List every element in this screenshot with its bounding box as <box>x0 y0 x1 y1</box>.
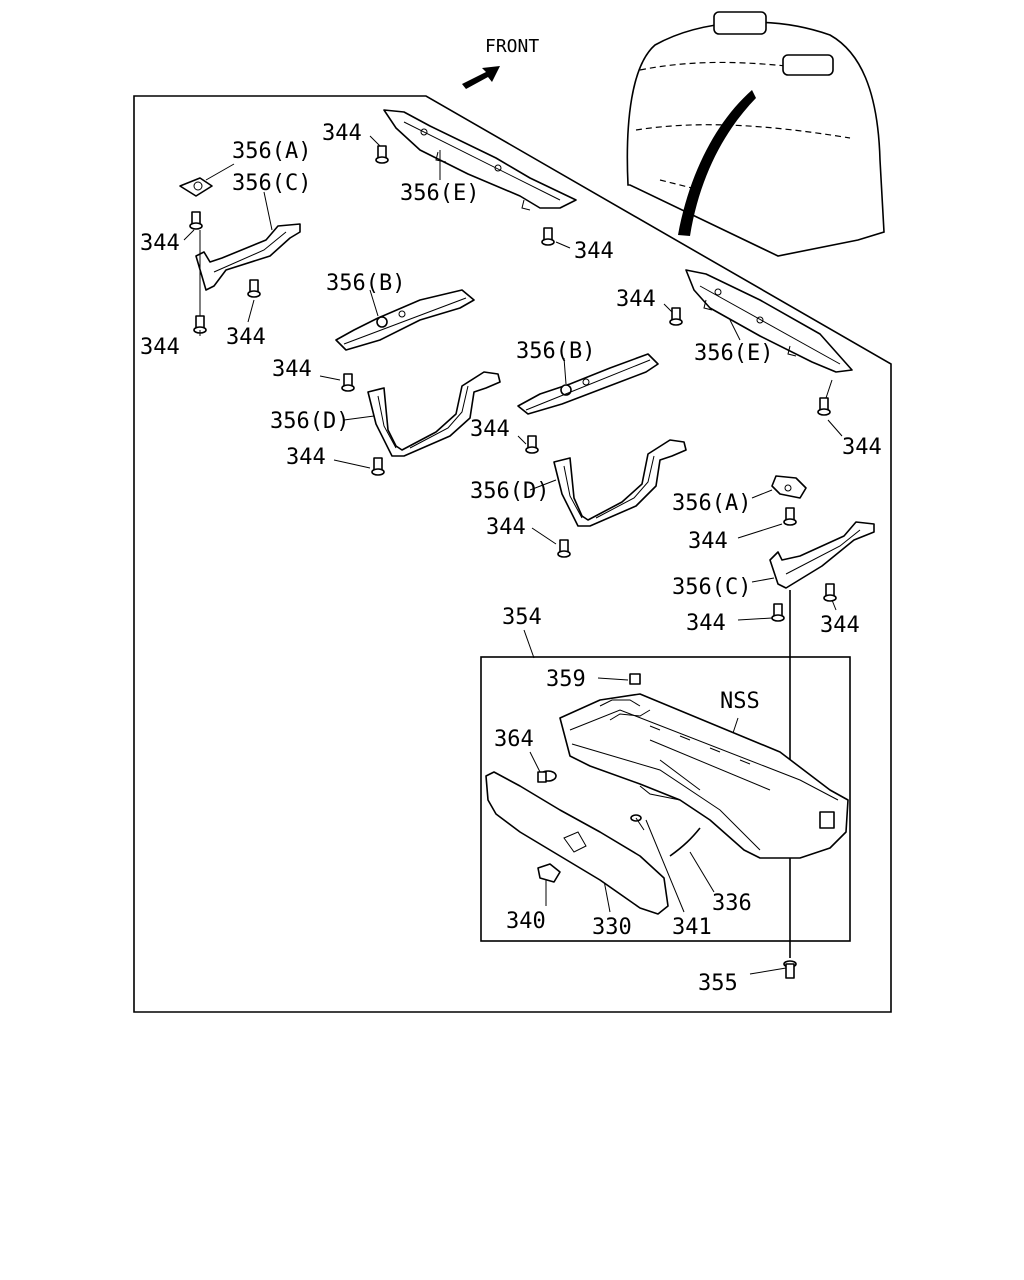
spring-336-icon <box>669 827 701 857</box>
label-356D-left: 356(D) <box>270 409 349 434</box>
label-359: 359 <box>546 667 586 692</box>
label-344-j: 344 <box>842 435 882 460</box>
label-356C-left: 356(C) <box>232 171 311 196</box>
label-356E-right: 356(E) <box>694 341 773 366</box>
label-354: 354 <box>502 605 542 630</box>
label-nss: NSS <box>720 689 760 714</box>
screw-344-icons <box>189 145 837 622</box>
glovebox-body <box>559 693 849 859</box>
label-340: 340 <box>506 909 546 934</box>
label-344-d: 344 <box>322 121 362 146</box>
label-356D-mid: 356(D) <box>470 479 549 504</box>
pin-341-icon <box>630 814 645 831</box>
front-arrow-icon <box>462 66 500 89</box>
leader-lines <box>183 135 843 975</box>
label-356C-right: 356(C) <box>672 575 751 600</box>
bracket-356A-left <box>179 177 213 197</box>
screw-355-icon <box>783 960 797 979</box>
label-344-g: 344 <box>286 445 326 470</box>
label-344-e: 344 <box>574 239 614 264</box>
bracket-356E-right <box>685 269 853 373</box>
dashboard-outline <box>626 11 885 257</box>
label-341: 341 <box>672 915 712 940</box>
label-344-f: 344 <box>272 357 312 382</box>
label-344-b: 344 <box>140 335 180 360</box>
label-356A-left: 356(A) <box>232 139 311 164</box>
glovebox-assembly-frame <box>480 656 851 942</box>
bracket-356B-left <box>335 289 475 351</box>
bracket-356B-mid <box>517 353 659 415</box>
label-330: 330 <box>592 915 632 940</box>
main-frame <box>133 95 892 1013</box>
label-344-k: 344 <box>486 515 526 540</box>
label-344-i: 344 <box>470 417 510 442</box>
label-356B-mid: 356(B) <box>516 339 595 364</box>
bracket-356A-right <box>771 475 807 499</box>
clip-359-icon <box>629 673 641 685</box>
label-336: 336 <box>712 891 752 916</box>
bracket-356D-mid <box>553 439 687 527</box>
label-344-l: 344 <box>688 529 728 554</box>
label-364: 364 <box>494 727 534 752</box>
front-label: FRONT <box>485 36 539 57</box>
label-344-n: 344 <box>820 613 860 638</box>
bracket-356C-right <box>769 521 875 589</box>
label-356B-left: 356(B) <box>326 271 405 296</box>
label-344-h: 344 <box>616 287 656 312</box>
bracket-356E-top <box>383 109 577 211</box>
latch-340-icon <box>537 863 561 883</box>
label-344-a: 344 <box>140 231 180 256</box>
glovebox-lid <box>485 771 669 915</box>
label-356E-top: 356(E) <box>400 181 479 206</box>
label-356A-right: 356(A) <box>672 491 751 516</box>
bracket-356D-left <box>367 371 501 457</box>
label-344-m: 344 <box>686 611 726 636</box>
bracket-356C-left <box>195 223 301 291</box>
label-344-c: 344 <box>226 325 266 350</box>
label-355: 355 <box>698 971 738 996</box>
fastener-364-icon <box>537 770 557 783</box>
